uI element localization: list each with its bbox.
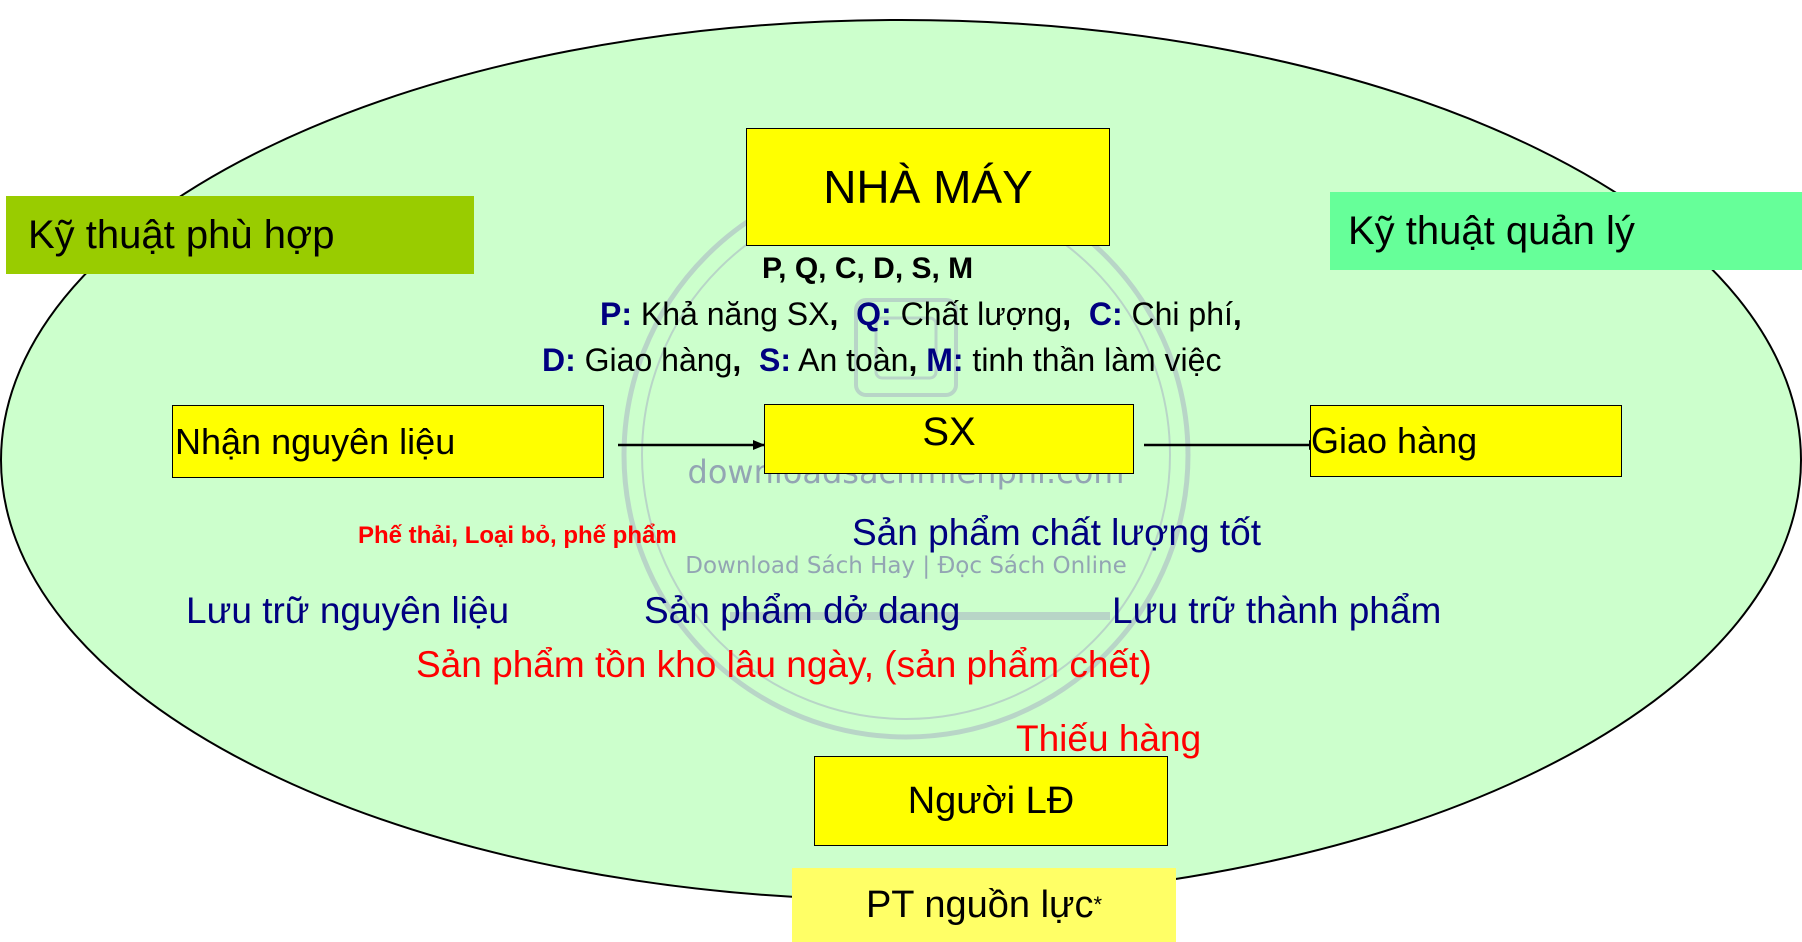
dead-stock-note: Sản phẩm tồn kho lâu ngày, (sản phẩm chế… (416, 644, 1152, 685)
factory-label: NHÀ MÁY (823, 161, 1033, 213)
raw-storage-note: Lưu trữ nguyên liệu (186, 590, 510, 631)
raw-material-receiving-label: Nhận nguyên liệu (175, 420, 456, 462)
finished-storage-note: Lưu trữ thành phẩm (1112, 590, 1442, 631)
delivery-box: Giao hàng (1310, 405, 1622, 477)
left-label-appropriate-technique: Kỹ thuật phù hợp (6, 196, 474, 274)
legend-d-value: Giao hàng (575, 342, 733, 378)
legend-m-value: tinh thần làm việc (963, 342, 1222, 378)
right-label-management-technique: Kỹ thuật quản lý (1330, 192, 1802, 270)
worker-label: Người LĐ (907, 779, 1075, 822)
right-label-text: Kỹ thuật quản lý (1348, 208, 1635, 253)
legend-s-value: An toàn (791, 342, 909, 378)
hr-development-box: PT nguồn lực* (792, 868, 1176, 942)
factory-codes: P, Q, C, D, S, M (762, 252, 974, 285)
factory-box: NHÀ MÁY (746, 128, 1110, 246)
legend-q-value: Chất lượng (891, 296, 1063, 332)
hr-development-label: PT nguồn lực (865, 883, 1094, 926)
legend-line-1: P: Khả năng SX, Q: Chất lượng, C: Chi ph… (600, 296, 1242, 332)
left-label-text: Kỹ thuật phù hợp (28, 212, 335, 257)
hr-development-mark: * (1093, 892, 1103, 917)
raw-material-receiving-box: Nhận nguyên liệu (172, 405, 604, 478)
worker-box: Người LĐ (814, 756, 1168, 846)
shortage-note: Thiếu hàng (1016, 718, 1202, 759)
legend-q-key: Q: (856, 296, 892, 332)
production-label: SX (922, 409, 976, 454)
wip-note: Sản phẩm dở dang (644, 590, 961, 631)
waste-note: Phế thải, Loại bỏ, phế phẩm (358, 522, 677, 549)
legend-c-value: Chi phí (1122, 296, 1233, 332)
legend-s-key: S: (759, 342, 791, 378)
production-box: SX (764, 404, 1134, 474)
good-products-note: Sản phẩm chất lượng tốt (852, 512, 1261, 553)
legend-p-value: Khả năng SX (632, 296, 830, 332)
legend-c-key: C: (1088, 296, 1123, 332)
watermark-tagline: Download Sách Hay | Đọc Sách Online (685, 553, 1127, 579)
legend-line-2: D: Giao hàng, S: An toàn, M: tinh thần l… (542, 342, 1222, 378)
legend-p-key: P: (600, 296, 632, 332)
delivery-label: Giao hàng (1311, 420, 1478, 461)
legend-d-key: D: (542, 342, 576, 378)
legend-m-key: M: (926, 342, 964, 378)
